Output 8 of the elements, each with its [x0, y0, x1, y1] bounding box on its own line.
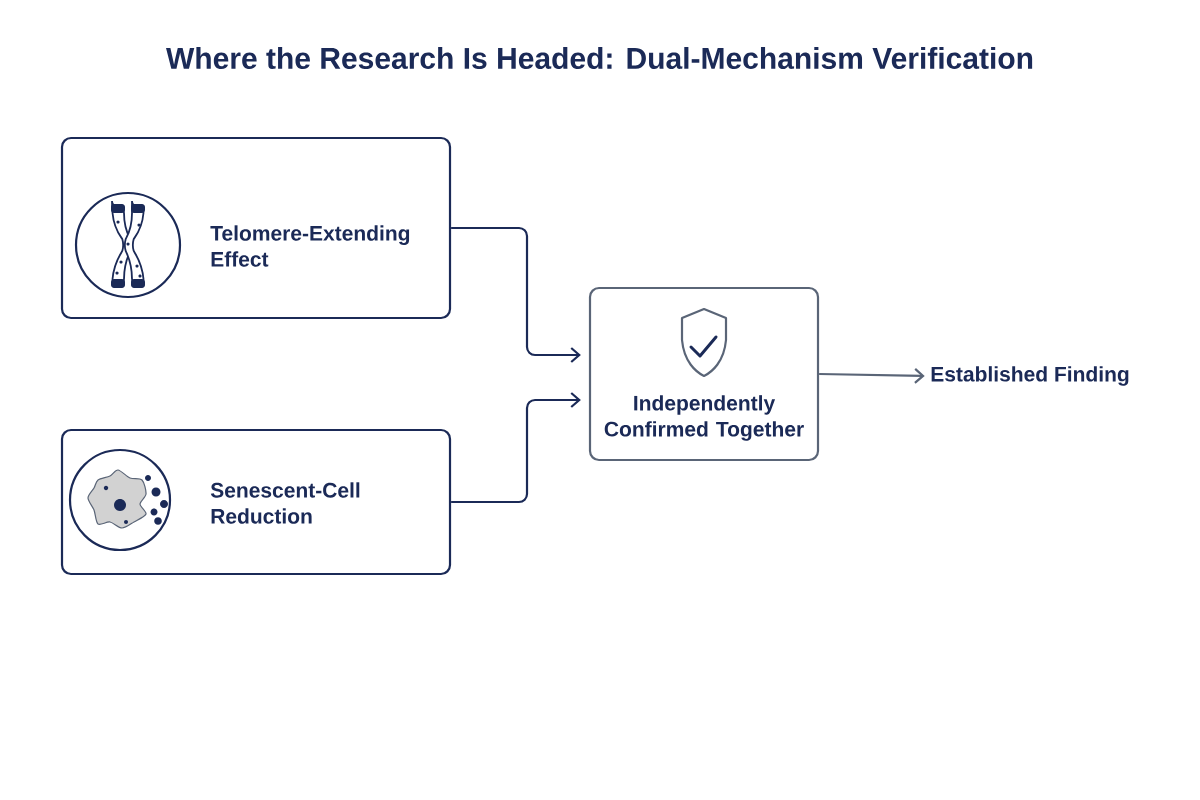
- arrow: [451, 392, 581, 504]
- result-box: Independently Confirmed Together: [588, 286, 820, 462]
- process-box: Senescent-Cell Reduction: [60, 428, 452, 576]
- result-label: Established Finding: [931, 366, 1129, 386]
- arrow: [451, 226, 581, 363]
- arrow: [819, 368, 925, 384]
- process-box: Telomere-Extending Effect: [60, 136, 452, 320]
- title: Where the Research Is Headed: Dual-Mechanism Verification: [166, 47, 1033, 69]
